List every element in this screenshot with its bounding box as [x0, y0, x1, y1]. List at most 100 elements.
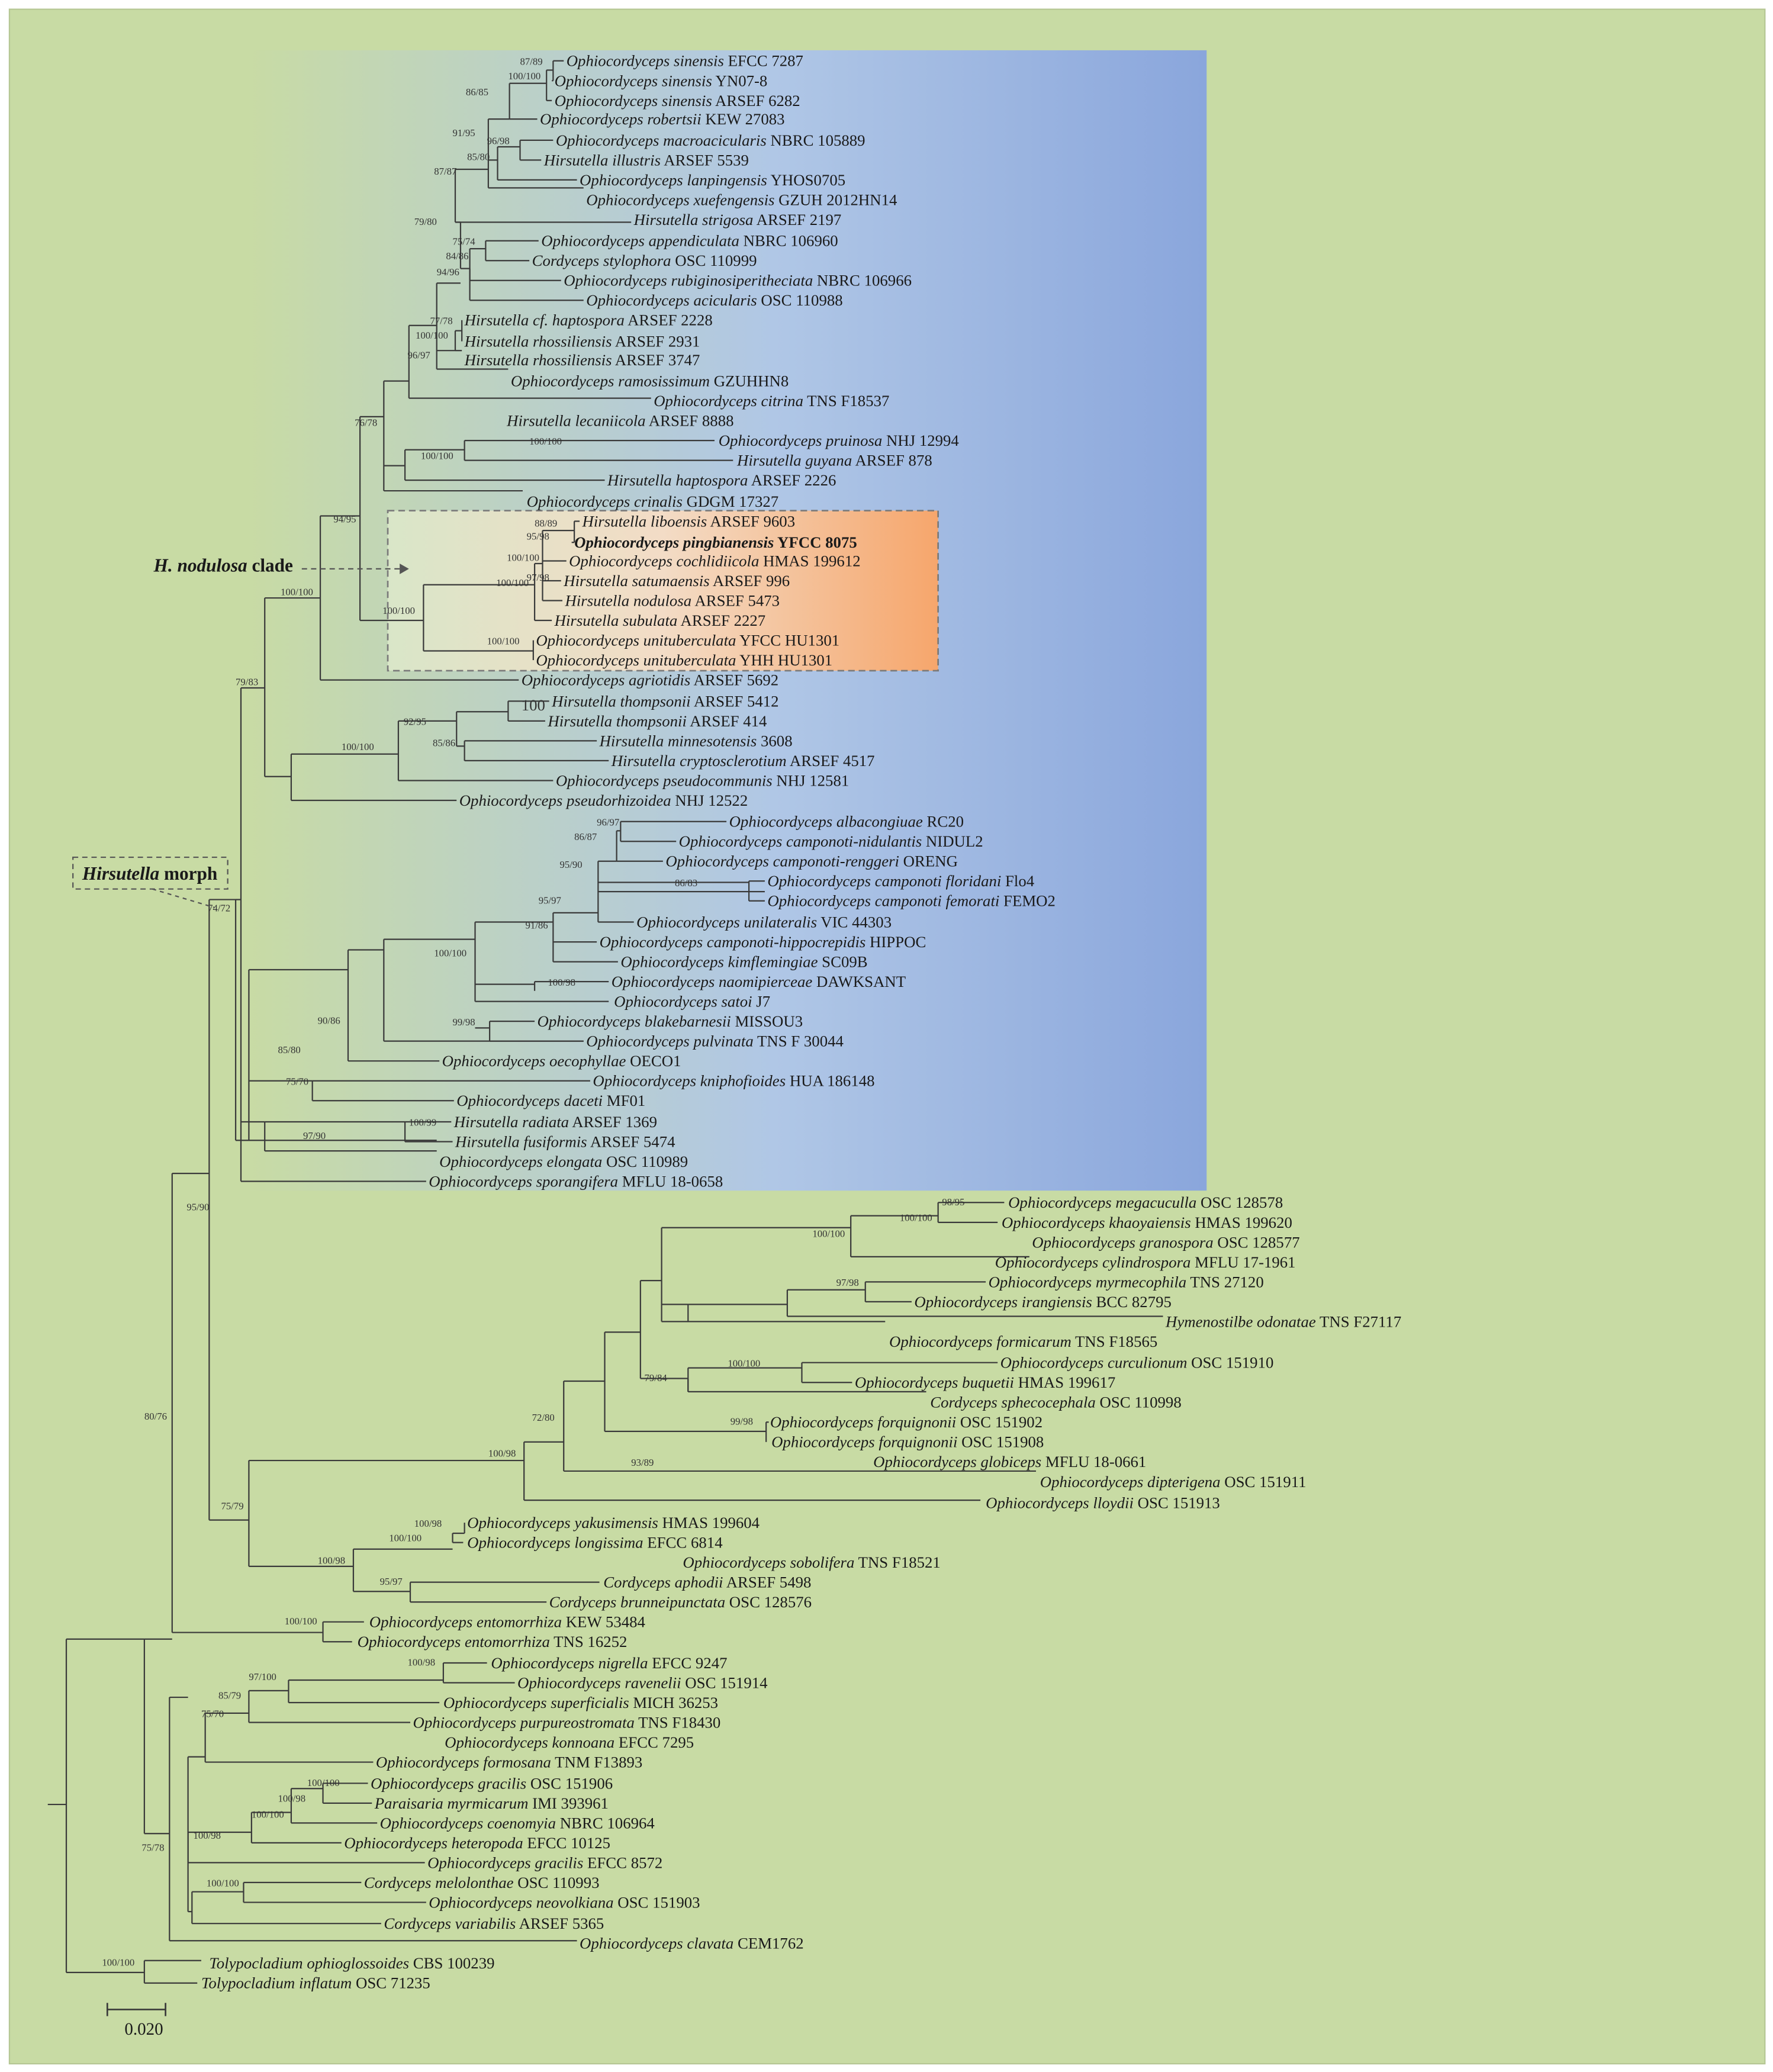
- tip-species-name: Ophiocordyceps khaoyaiensis: [1002, 1214, 1191, 1231]
- tip-label-t67: Ophiocordyceps buquetii HMAS 199617: [855, 1373, 1115, 1391]
- tip-species-name: Ophiocordyceps camponoti femorati: [767, 892, 999, 910]
- tip-species-name: Hirsutella fusiformis: [455, 1132, 587, 1150]
- tip-species-name: Cordyceps stylophora: [532, 252, 671, 269]
- tip-species-name: Ophiocordyceps granospora: [1032, 1233, 1213, 1251]
- tip-species-name: Ophiocordyceps entomorrhiza: [369, 1613, 562, 1631]
- tip-species-name: Cordyceps melolonthae: [364, 1874, 514, 1891]
- tip-species-name: Cordyceps brunneipunctata: [549, 1593, 725, 1611]
- tip-species-name: Ophiocordyceps xuefengensis: [586, 191, 774, 208]
- tip-voucher: ARSEF 8888: [646, 412, 734, 430]
- tip-label-t29: Hirsutella subulata ARSEF 2227: [554, 612, 766, 629]
- tip-label-t32: Ophiocordyceps agriotidis ARSEF 5692: [522, 671, 778, 689]
- support-value: 94/95: [333, 514, 356, 525]
- tip-voucher: ARSEF 2197: [753, 211, 841, 229]
- tip-label-t40: Ophiocordyceps camponoti-nidulantis NIDU…: [679, 832, 983, 850]
- support-value: 100/100: [342, 741, 374, 752]
- tip-voucher: ARSEF 9603: [707, 512, 795, 530]
- tip-label-t68: Cordyceps sphecocephala OSC 110998: [930, 1394, 1182, 1411]
- tip-voucher: EFCC 8572: [583, 1854, 662, 1871]
- tip-voucher: ARSEF 5498: [723, 1574, 811, 1591]
- tip-label-t59: Ophiocordyceps khaoyaiensis HMAS 199620: [1002, 1214, 1292, 1231]
- support-value: 100/98: [318, 1555, 346, 1566]
- tip-voucher: ARSEF 5539: [661, 151, 749, 169]
- tip-label-t14: Hirsutella cf. haptospora ARSEF 2228: [464, 311, 713, 329]
- tip-voucher: TNS 27120: [1186, 1273, 1264, 1291]
- tip-voucher: YN07-8: [712, 72, 768, 89]
- tip-species-name: Hirsutella rhossiliensis: [464, 332, 612, 350]
- tip-label-t25: Ophiocordyceps pingbianensis YFCC 8075: [574, 533, 857, 551]
- tip-voucher: OSC 128576: [725, 1593, 812, 1611]
- tip-voucher: OSC 110988: [757, 291, 843, 309]
- tip-voucher: SC09B: [818, 953, 867, 971]
- tip-label-t76: Ophiocordyceps sobolifera TNS F18521: [683, 1553, 940, 1571]
- tip-label-t85: Ophiocordyceps konnoana EFCC 7295: [445, 1733, 694, 1751]
- tip-species-name: Ophiocordyceps camponoti floridani: [767, 872, 1001, 890]
- tip-voucher: YFCC 8075: [774, 533, 857, 551]
- support-value: 86/83: [675, 877, 697, 889]
- tip-species-name: Ophiocordyceps unituberculata: [536, 651, 736, 669]
- tip-species-name: Tolypocladium inflatum: [201, 1974, 352, 1992]
- tip-species-name: Ophiocordyceps superficialis: [443, 1694, 629, 1711]
- tip-label-t78: Cordyceps brunneipunctata OSC 128576: [549, 1593, 812, 1611]
- tip-voucher: ARSEF 5473: [691, 591, 780, 609]
- tip-species-name: Ophiocordyceps kimflemingiae: [620, 953, 818, 971]
- tip-voucher: NHJ 12522: [671, 792, 748, 809]
- support-value: 87/89: [520, 56, 543, 67]
- tip-voucher: OSC 110999: [671, 252, 757, 269]
- support-value: 91/86: [525, 920, 548, 931]
- tip-label-t66: Ophiocordyceps curculionum OSC 151910: [1000, 1354, 1274, 1372]
- support-value: 75/74: [453, 236, 476, 247]
- scale-bar: 0.020: [106, 2003, 166, 2039]
- support-value: 100/100: [252, 1809, 284, 1820]
- support-value: 100/100: [416, 330, 448, 341]
- support-value: 79/84: [645, 1372, 668, 1384]
- tip-voucher: TNS F18537: [803, 392, 889, 410]
- tip-label-t4: Ophiocordyceps robertsii KEW 27083: [540, 110, 785, 128]
- tip-label-t37: Ophiocordyceps pseudocommunis NHJ 12581: [556, 771, 849, 789]
- support-value: 100/98: [408, 1656, 436, 1668]
- tip-label-t16: Hirsutella rhossiliensis ARSEF 3747: [464, 351, 700, 369]
- tip-label-t28: Hirsutella nodulosa ARSEF 5473: [564, 591, 780, 609]
- tip-voucher: ARSEF 5412: [691, 692, 779, 710]
- support-value: 97/90: [303, 1130, 326, 1141]
- tip-label-t22: Hirsutella haptospora ARSEF 2226: [607, 471, 836, 489]
- tip-voucher: EFCC 6814: [643, 1534, 723, 1552]
- tip-label-t53: Ophiocordyceps daceti MF01: [456, 1092, 645, 1109]
- support-value: 98/95: [942, 1196, 964, 1208]
- support-value: 97/98: [836, 1277, 859, 1288]
- tip-label-t52: Ophiocordyceps kniphofioides HUA 186148: [593, 1072, 874, 1090]
- tip-label-t56: Ophiocordyceps elongata OSC 110989: [439, 1153, 688, 1170]
- tip-species-name: Ophiocordyceps formosana: [376, 1753, 551, 1771]
- support-value: 100/98: [548, 977, 575, 988]
- tip-label-t95: Ophiocordyceps clavata CEM1762: [580, 1935, 804, 1952]
- tip-species-name: Ophiocordyceps gracilis: [427, 1854, 583, 1871]
- support-value: 95/90: [186, 1202, 209, 1213]
- tip-species-name: Ophiocordyceps blakebarnesii: [538, 1012, 731, 1030]
- tip-voucher: FEMO2: [999, 892, 1056, 910]
- tip-species-name: Hirsutella radiata: [453, 1113, 569, 1131]
- support-value: 100/100: [307, 1777, 340, 1788]
- tip-species-name: Ophiocordyceps camponoti-hippocrepidis: [600, 933, 866, 951]
- tip-species-name: Ophiocordyceps dipterigena: [1040, 1473, 1221, 1491]
- tip-label-t41: Ophiocordyceps camponoti-renggeri ORENG: [665, 852, 958, 870]
- tip-voucher: NHJ 12994: [882, 432, 959, 449]
- tip-species-name: Hirsutella thompsonii: [547, 712, 687, 730]
- support-value: 77/78: [430, 315, 453, 326]
- h-nodulosa-clade-box: [387, 510, 939, 672]
- tip-species-name: Ophiocordyceps irangiensis: [914, 1293, 1092, 1311]
- tip-species-name: Ophiocordyceps cochlidiicola: [569, 552, 759, 570]
- tip-label-t45: Ophiocordyceps camponoti-hippocrepidis H…: [600, 933, 926, 951]
- tip-label-t84: Ophiocordyceps purpureostromata TNS F184…: [413, 1713, 720, 1731]
- tip-label-t63: Ophiocordyceps irangiensis BCC 82795: [914, 1293, 1171, 1311]
- tip-species-name: Ophiocordyceps naomipierceae: [612, 973, 813, 990]
- svg-text:Hirsutella morph: Hirsutella morph: [82, 863, 217, 884]
- tip-voucher: EFCC 9247: [648, 1654, 728, 1672]
- tip-species-name: Hirsutella guyana: [736, 452, 852, 469]
- tip-voucher: J7: [752, 993, 771, 1011]
- support-value: 75/70: [201, 1709, 224, 1720]
- support-value: 79/80: [414, 216, 437, 227]
- tip-voucher: ARSEF 2227: [677, 612, 765, 629]
- support-value: 100/99: [409, 1117, 437, 1128]
- tip-voucher: GDGM 17327: [683, 493, 778, 510]
- tip-species-name: Ophiocordyceps entomorrhiza: [358, 1633, 550, 1650]
